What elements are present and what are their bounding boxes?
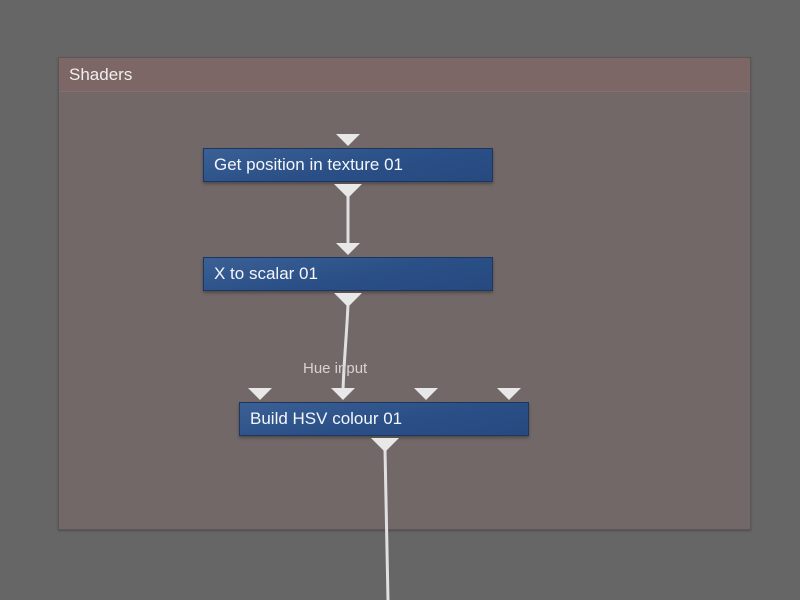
input-port[interactable] [414, 388, 438, 400]
hue-input-port[interactable] [331, 388, 355, 400]
group-header[interactable]: Shaders [59, 58, 750, 92]
output-port[interactable] [371, 438, 399, 452]
input-port[interactable] [248, 388, 272, 400]
output-port[interactable] [334, 293, 362, 307]
output-port[interactable] [334, 184, 362, 198]
port-hover-label: Hue input [303, 360, 368, 377]
shaders-group[interactable]: Shaders [58, 57, 751, 530]
node-label: X to scalar 01 [214, 264, 318, 283]
node-get-position-in-texture[interactable]: Get position in texture 01 [203, 148, 493, 182]
input-port[interactable] [497, 388, 521, 400]
node-x-to-scalar[interactable]: X to scalar 01 [203, 257, 493, 291]
input-port[interactable] [336, 243, 360, 255]
node-label: Build HSV colour 01 [250, 409, 403, 428]
node-build-hsv-colour[interactable]: Build HSV colour 01 [239, 402, 529, 436]
node-label: Get position in texture 01 [214, 155, 404, 174]
input-port[interactable] [336, 134, 360, 146]
group-title: Shaders [69, 65, 133, 84]
